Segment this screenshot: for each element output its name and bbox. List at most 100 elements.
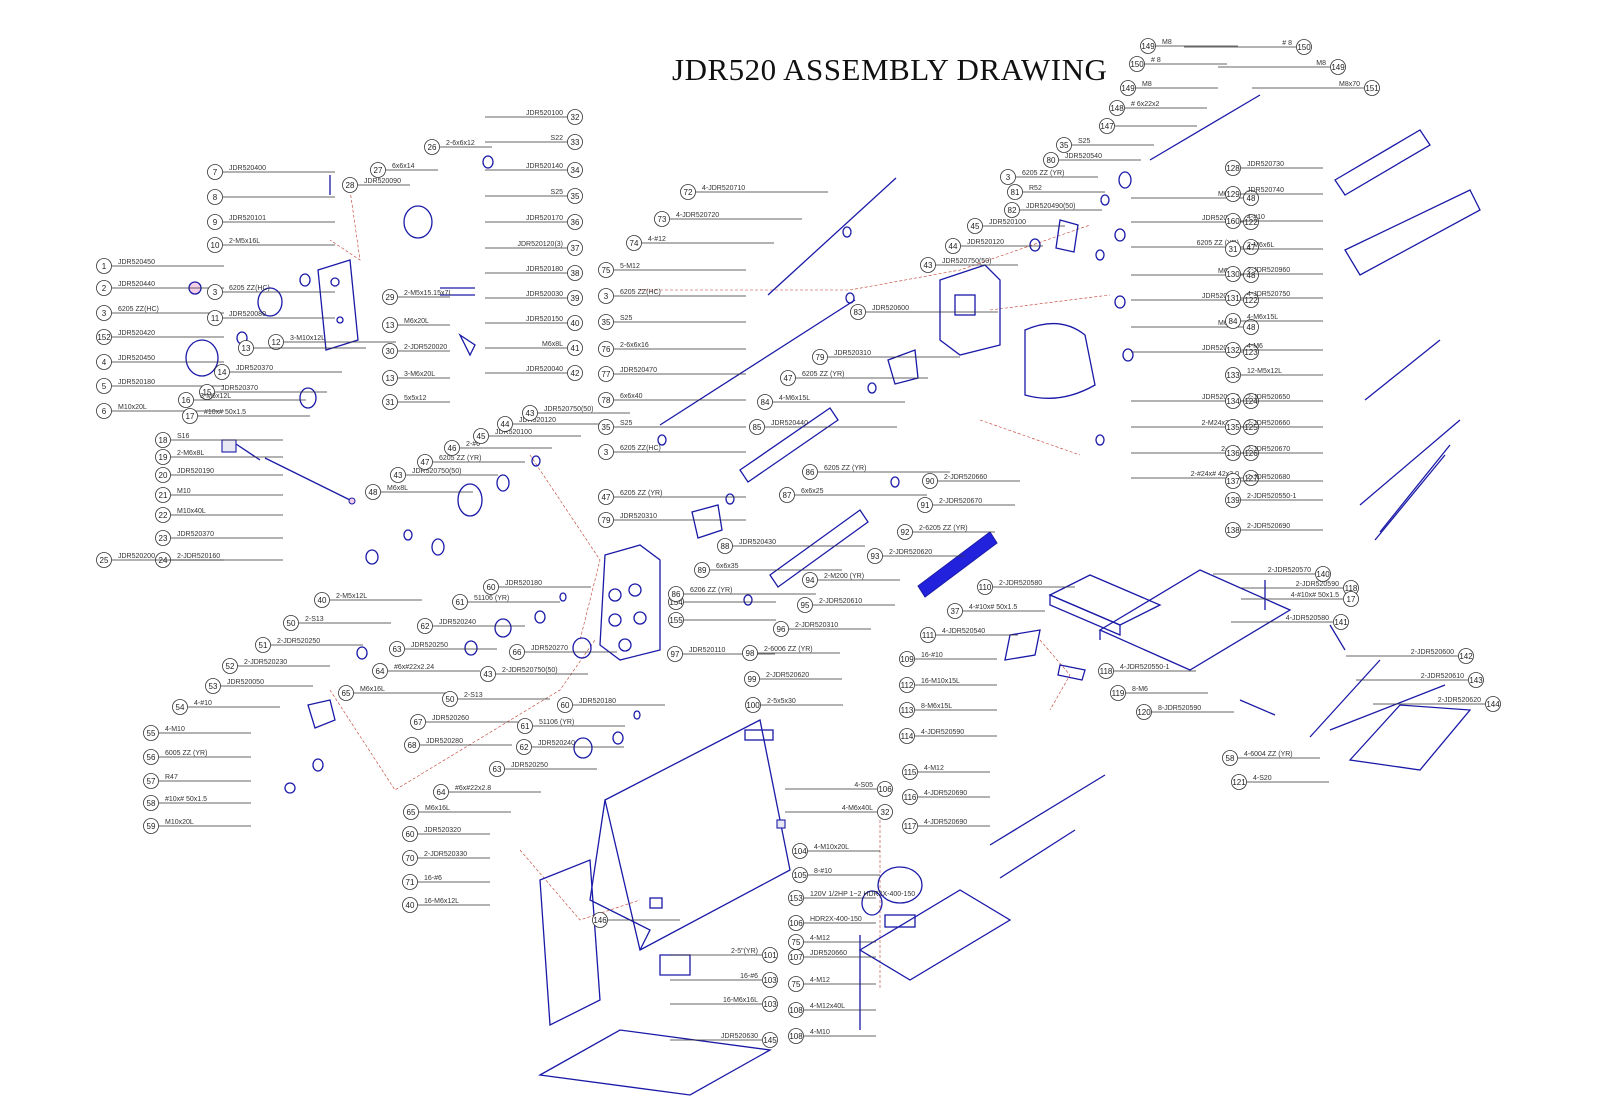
callout-part-label: JDR520310 — [834, 350, 871, 357]
callout-balloon: 13 — [238, 340, 366, 356]
callout-part-label: JDR520140 — [526, 163, 563, 170]
callout-number: 23 — [159, 534, 168, 543]
callout-number: 84 — [1229, 317, 1238, 326]
callout-number: 142 — [1459, 652, 1473, 661]
callout-balloon: 324-M6x40L — [785, 804, 893, 820]
callout-part-label: # 8 — [1282, 40, 1292, 47]
callout-number: 43 — [526, 409, 535, 418]
callout-part-label: M8 — [1162, 39, 1172, 46]
callout-part-label: JDR520310 — [620, 513, 657, 520]
callout-number: 116 — [904, 793, 917, 802]
callout-part-label: 16-#6 — [424, 875, 442, 882]
callout-part-label: 2-JDR520660 — [1247, 420, 1290, 427]
callout-part-label: 6205 ZZ(HC) — [118, 306, 159, 313]
callout-part-label: JDR520240 — [439, 619, 476, 626]
callout-part-label: 6206 ZZ (YR) — [690, 587, 732, 594]
callout-number: 85 — [753, 423, 762, 432]
callout-number: 3 — [1006, 173, 1011, 182]
red-assembly-connectors — [329, 189, 1111, 990]
callout-number: 60 — [406, 830, 415, 839]
callout-number: 57 — [147, 777, 156, 786]
callout-number: 149 — [1121, 84, 1135, 93]
callout-number: 124 — [1244, 397, 1258, 406]
callout-number: 38 — [571, 269, 580, 278]
callout-part-label: JDR520040 — [526, 366, 563, 373]
callout-number: 10 — [211, 241, 220, 250]
callout-number: 89 — [698, 566, 707, 575]
callout-number: 100 — [746, 701, 760, 710]
callout-number: 47 — [421, 458, 430, 467]
callout-number: 40 — [571, 319, 580, 328]
callout-number: 149 — [1141, 42, 1155, 51]
callout-part-label: 4-#12 — [648, 236, 666, 243]
callout-part-label: JDR520540 — [1065, 153, 1102, 160]
callout-number: 54 — [176, 703, 185, 712]
callout-number: 37 — [571, 244, 580, 253]
callout-part-label: 4-JDR520710 — [702, 185, 745, 192]
conveyor-table — [1004, 569, 1346, 716]
callout-number: 40 — [318, 596, 327, 605]
callout-balloon: 147 — [1099, 118, 1197, 134]
callout-number: 84 — [761, 398, 770, 407]
callout-number: 140 — [1316, 570, 1330, 579]
callout-balloon: 79 JDR520310 — [598, 512, 746, 528]
callout-number: 2 — [102, 284, 107, 293]
callout-part-label: JDR520370 — [221, 385, 258, 392]
callout-part-label: 12-M5x12L — [1247, 368, 1282, 375]
callout-number: 86 — [672, 590, 681, 599]
callout-number: 112 — [901, 681, 914, 690]
callout-part-label: 2-JDR520670 — [1247, 446, 1290, 453]
callout-number: 96 — [777, 625, 786, 634]
callout-number: 41 — [571, 344, 580, 353]
callout-number: 122 — [1244, 218, 1258, 227]
callout-part-label: 8-JDR520590 — [1158, 705, 1201, 712]
callout-balloon: 155 — [668, 612, 776, 628]
callout-part-label: 2-JDR520310 — [795, 622, 838, 629]
callout-part-label: JDR520270 — [531, 645, 568, 652]
callout-number: 9 — [213, 218, 218, 227]
callout-number: 32 — [571, 113, 580, 122]
callout-number: 101 — [763, 951, 777, 960]
callout-balloon: 58#10x# 50x1.5 — [143, 795, 251, 811]
callout-number: 132 — [1226, 346, 1240, 355]
callout-part-label: 4-S20 — [1253, 775, 1272, 782]
callout-part-label: 2-JDR520610 — [1421, 673, 1464, 680]
callout-part-label: JDR520430 — [739, 539, 776, 546]
callout-part-label: JDR520250 — [511, 762, 548, 769]
callout-number: 53 — [209, 682, 218, 691]
callout-number: 99 — [748, 675, 757, 684]
callout-part-label: JDR520090 — [364, 178, 401, 185]
callout-number: 93 — [871, 552, 880, 561]
callout-number: 79 — [602, 516, 611, 525]
callout-number: 4 — [102, 358, 107, 367]
callout-part-label: JDR520180 — [526, 266, 563, 273]
